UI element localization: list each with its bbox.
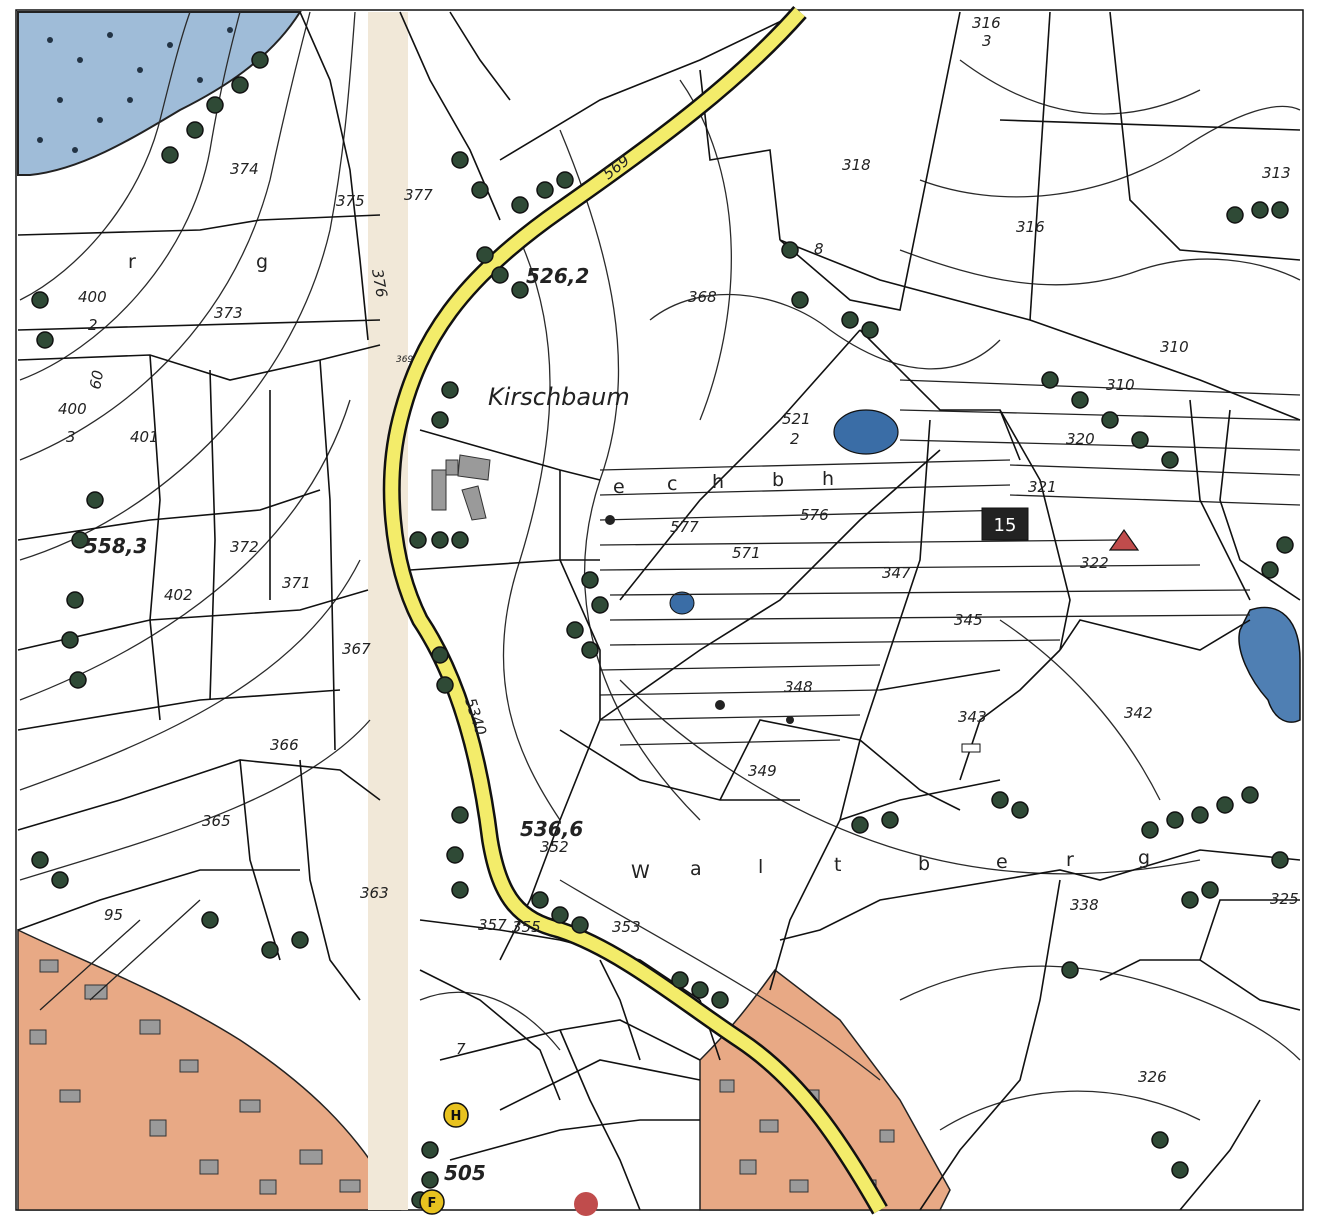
- parcel-number: 357: [478, 916, 507, 934]
- parcel-number: 377: [404, 186, 433, 204]
- parcel-number: 313: [1262, 164, 1291, 182]
- field-name-waltberg: W a l t b e r g: [631, 847, 1152, 883]
- field-letter: t: [834, 854, 843, 876]
- main-road: [382, 6, 888, 1215]
- map-frame: [15, 9, 1304, 1211]
- parcel-number: 60: [86, 369, 107, 391]
- parcel-number: 310: [1106, 376, 1135, 394]
- parcel-number: 376: [368, 268, 391, 299]
- parcel-number: 577: [670, 518, 699, 536]
- parcel-number: 326: [1138, 1068, 1167, 1086]
- field-letter: e: [613, 476, 627, 498]
- elevation-label: 536,6: [520, 817, 583, 841]
- parcel-number: 372: [230, 538, 259, 556]
- marker-f-label: F: [428, 1196, 437, 1211]
- parcel-number: 367: [342, 640, 371, 658]
- field-letter: a: [690, 858, 704, 880]
- marker-h-label: H: [451, 1109, 462, 1124]
- elevation-label: 558,3: [84, 534, 147, 558]
- parcel-number: 343: [958, 708, 987, 726]
- parcel-number: 338: [1070, 896, 1099, 914]
- forest-dots: [37, 27, 233, 153]
- parcel-number: 375: [336, 192, 365, 210]
- parcel-number: 400: [58, 400, 87, 418]
- parcel-number: 347: [882, 564, 911, 582]
- parcel-number: 363: [360, 884, 389, 902]
- parcel-number: 576: [800, 506, 829, 524]
- parcel-number: 318: [842, 156, 871, 174]
- parcel-number: 353: [612, 918, 641, 936]
- elevation-label: 526,2: [526, 264, 589, 288]
- parcel-number: 368: [688, 288, 717, 306]
- point-symbols: [574, 515, 1140, 1216]
- parcel-number: 401: [130, 428, 159, 446]
- pond-small: [669, 591, 695, 615]
- parcel-boundaries: [17, 11, 1301, 1211]
- parcel-number: 2: [790, 430, 800, 448]
- field-letter: r: [1066, 849, 1076, 871]
- parcel-number: 348: [784, 678, 813, 696]
- field-letter: b: [918, 853, 932, 875]
- field-letter: b: [772, 469, 786, 491]
- field-letter: W: [631, 861, 652, 883]
- pond-large: [1238, 606, 1301, 723]
- parcel-number: 322: [1080, 554, 1109, 572]
- parcel-number: 352: [540, 838, 569, 856]
- marker-f[interactable]: F: [419, 1189, 445, 1215]
- parcel-number: 342: [1124, 704, 1153, 722]
- field-letter: l: [758, 856, 765, 878]
- parcel-number: 3: [982, 32, 992, 50]
- field-letter: g: [1138, 847, 1152, 869]
- parcel-number: 365: [202, 812, 231, 830]
- parcel-number: 316: [1016, 218, 1045, 236]
- parcel-number: 369: [396, 355, 413, 365]
- parcel-number: 316: [972, 14, 1001, 32]
- parcel-number: 321: [1028, 478, 1057, 496]
- field-name-echbbh: e c h b h: [613, 468, 836, 498]
- field-letter: g: [256, 251, 270, 273]
- map-sheet-badge: 15: [981, 507, 1029, 541]
- parcel-number: 8: [814, 240, 824, 258]
- tree-rows: [31, 51, 1294, 1209]
- field-name-rg: r g: [128, 251, 270, 273]
- parcel-number: 345: [954, 611, 983, 629]
- field-letter: h: [822, 468, 836, 490]
- parcel-number: 3: [66, 428, 76, 446]
- elevation-label: 505: [444, 1161, 486, 1185]
- marker-h[interactable]: H: [443, 1102, 469, 1128]
- parcel-number: 521: [782, 410, 811, 428]
- pond-kirschbaum: [833, 409, 899, 455]
- lane-strip: [368, 12, 408, 1210]
- parcel-number: 402: [164, 586, 193, 604]
- parcel-number: 571: [732, 544, 761, 562]
- parcel-number: 2: [88, 316, 98, 334]
- parcel-number: 95: [104, 906, 123, 924]
- parcel-number: 400: [78, 288, 107, 306]
- parcel-number: 371: [282, 574, 311, 592]
- parcel-number: 325: [1270, 890, 1299, 908]
- parcel-number: 355: [512, 918, 541, 936]
- parcel-number: 374: [230, 160, 259, 178]
- parcel-number: 366: [270, 736, 299, 754]
- parcel-number: 320: [1066, 430, 1095, 448]
- place-name-kirschbaum: Kirschbaum: [488, 383, 630, 411]
- parcel-number: 349: [748, 762, 777, 780]
- field-letter: c: [667, 473, 679, 495]
- map-sheet-number: 15: [994, 515, 1017, 536]
- field-letter: h: [712, 471, 726, 493]
- parcel-number: 7: [456, 1040, 466, 1058]
- field-letter: r: [128, 251, 138, 273]
- parcel-number: 310: [1160, 338, 1189, 356]
- parcel-number: 373: [214, 304, 243, 322]
- farm-buildings: [431, 454, 491, 521]
- field-letter: e: [996, 851, 1010, 873]
- survey-triangle: [1108, 528, 1140, 551]
- parcel-numbers: 316 3 313 318 316 310 310 320 321 322 34…: [58, 14, 1299, 1086]
